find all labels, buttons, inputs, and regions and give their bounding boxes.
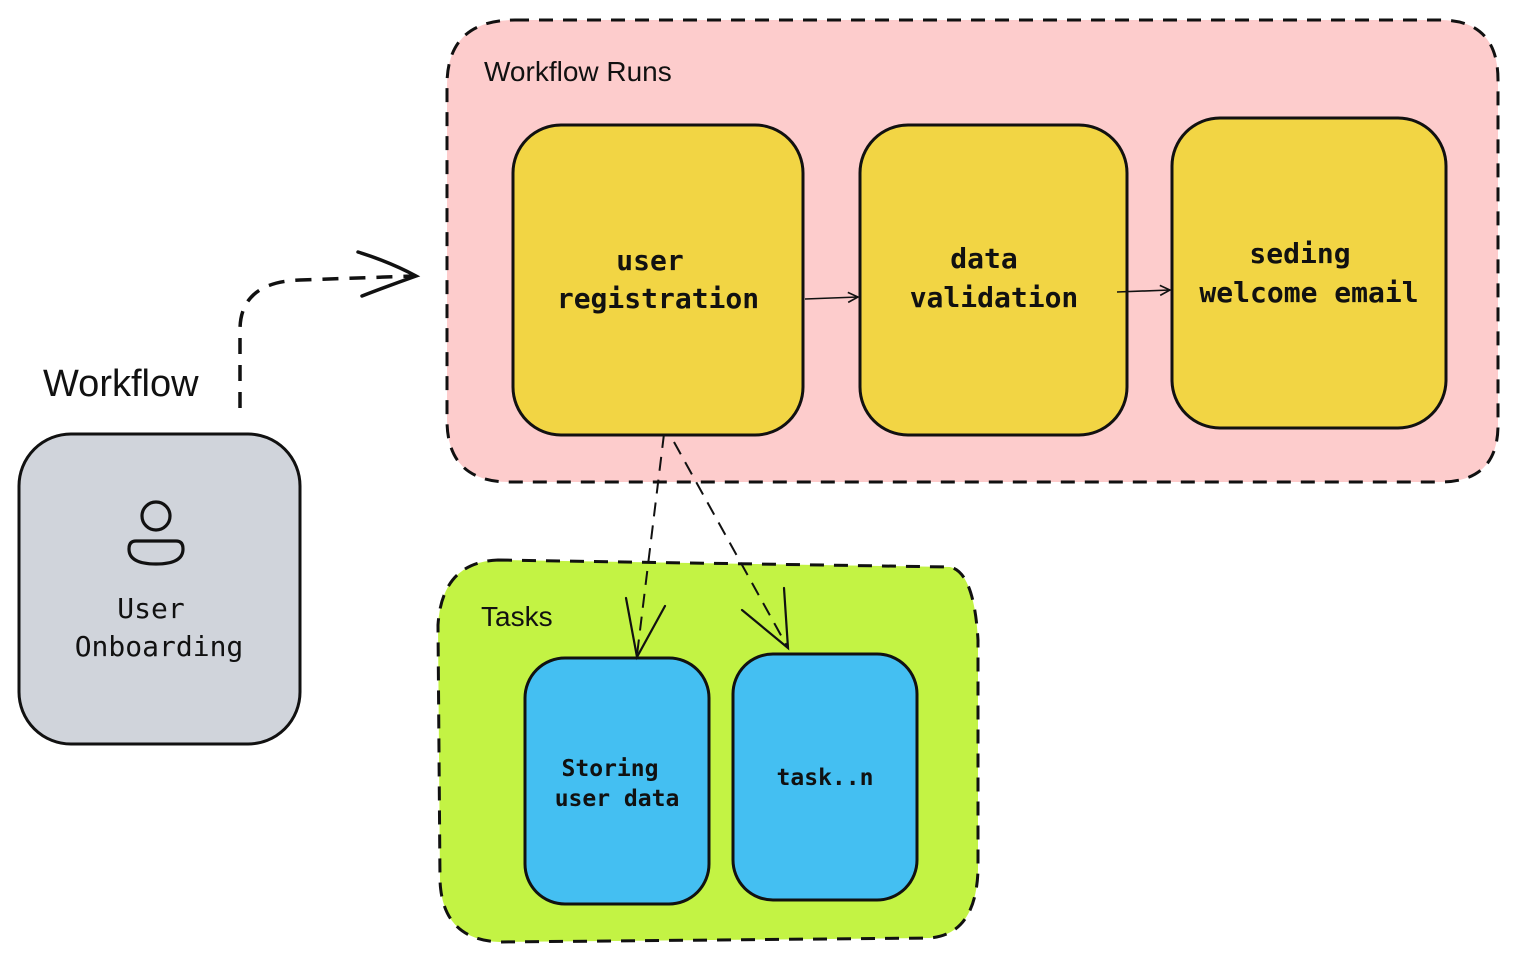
- run-step-label: welcome email: [1199, 276, 1418, 309]
- arrow-validation-to-email: [1116, 290, 1170, 292]
- run-step-label: seding: [1249, 237, 1350, 270]
- arrow-workflow-to-runs-head: [356, 250, 421, 298]
- run-step-label: data: [950, 242, 1017, 275]
- run-step-label: validation: [910, 281, 1079, 314]
- user-icon: [127, 500, 185, 566]
- workflow-label: Workflow: [43, 363, 199, 405]
- run-step-user-registration[interactable]: [511, 123, 805, 437]
- task-item-storing-user-data[interactable]: [523, 656, 711, 906]
- workflow-node-label: User: [117, 592, 184, 625]
- task-item-task-n[interactable]: [731, 652, 919, 902]
- run-step-sending-welcome-email[interactable]: [1170, 116, 1448, 430]
- run-step-label: registration: [557, 282, 759, 315]
- arrow-registration-to-validation: [804, 297, 858, 299]
- run-step-data-validation[interactable]: [858, 123, 1129, 437]
- arrow-registration-to-storing: [636, 433, 665, 656]
- workflow-runs-title: Workflow Runs: [484, 56, 672, 87]
- task-item-label: task..n: [777, 765, 874, 791]
- tasks-title: Tasks: [481, 601, 553, 632]
- arrow-registration-to-task-n-head: [740, 586, 790, 651]
- task-item-label: user data: [555, 786, 680, 812]
- run-step-label: user: [616, 244, 683, 277]
- arrow-workflow-to-runs: [238, 274, 416, 408]
- task-item-label: Storing: [562, 756, 659, 782]
- arrow-registration-to-storing-head: [624, 596, 667, 661]
- workflow-node-label: Onboarding: [75, 630, 244, 663]
- arrow-registration-to-task-n: [673, 441, 789, 649]
- workflow-node-user-onboarding[interactable]: [17, 432, 302, 746]
